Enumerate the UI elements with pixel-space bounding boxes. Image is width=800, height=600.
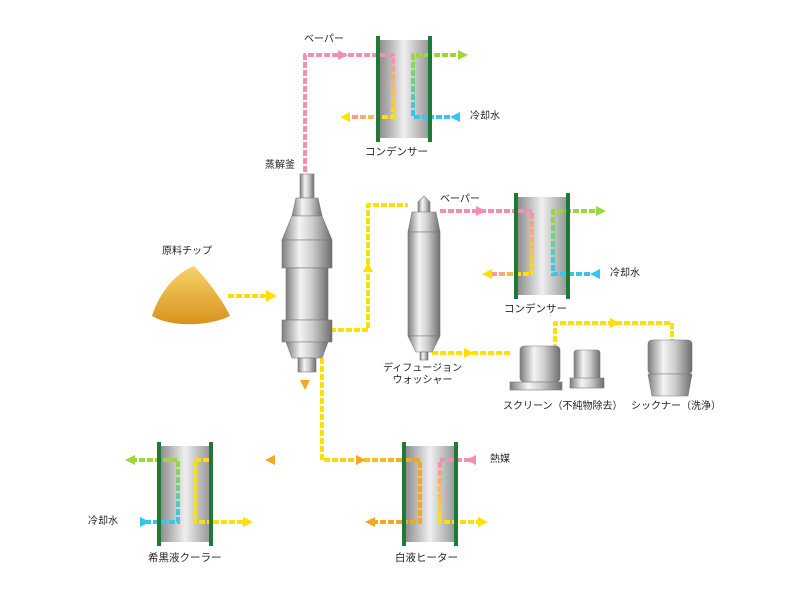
screen-unit xyxy=(509,345,605,391)
arrow-black-cooler-out-green xyxy=(125,455,135,465)
wood-chips-label: 原料チップ xyxy=(162,246,212,257)
vapor-label-mid: ベーパー xyxy=(440,194,480,205)
arrow-mid-outlet xyxy=(596,206,606,216)
cooling-water-label-left: 冷却水 xyxy=(88,516,118,527)
mid-condenser xyxy=(514,193,570,299)
wood-chips-pile xyxy=(152,266,230,325)
arrow-cooling-water-left xyxy=(140,517,150,527)
vapor-pipe-top xyxy=(303,53,378,172)
arrow-to-white-heater xyxy=(356,455,366,465)
thickener-label: シックナー（洗浄） xyxy=(631,401,721,412)
condenser-label-mid: コンデンサー xyxy=(504,303,567,315)
vapor-label-top: ベーパー xyxy=(304,34,344,45)
black-liquor-cooler xyxy=(157,442,213,546)
white-liquor-heater xyxy=(402,442,458,546)
heat-medium-label: 熱媒 xyxy=(490,454,510,465)
cooling-water-label-top: 冷却水 xyxy=(470,111,500,122)
arrow-cooling-water-mid xyxy=(590,269,600,279)
diffusion-washer-label: ディフュージョン ウォッシャー xyxy=(383,363,463,386)
arrow-to-washer xyxy=(363,262,373,272)
arrow-white-heater-medium-out xyxy=(478,517,488,527)
diffusion-washer xyxy=(407,195,441,361)
condenser-label-top: コンデンサー xyxy=(365,146,428,158)
thickener-unit xyxy=(647,339,693,397)
white-liquor-heater-label: 白液ヒーター xyxy=(395,552,458,564)
arrow-white-heater-out xyxy=(365,517,375,527)
arrow-top-outlet xyxy=(458,50,468,60)
arrow-mid-condensate xyxy=(482,269,492,279)
black-liquor-cooler-label: 希黒液クーラー xyxy=(148,552,222,564)
arrow-black-cooler-out-yellow xyxy=(243,517,253,527)
arrow-vapor-mid xyxy=(476,206,486,216)
arrow-digester-down xyxy=(300,380,310,390)
arrow-cooling-water-top xyxy=(450,112,460,122)
top-condenser xyxy=(376,36,432,142)
arrow-vapor-top xyxy=(338,50,348,60)
arrow-top-condensate xyxy=(340,112,350,122)
arrow-to-screen xyxy=(464,348,474,358)
flow-arrows xyxy=(125,50,620,527)
screen-label: スクリーン（不純物除去） xyxy=(503,401,623,412)
cooling-water-label-mid: 冷却水 xyxy=(610,268,640,279)
digester xyxy=(281,173,333,373)
arrow-to-black-cooler xyxy=(265,455,275,465)
arrow-to-thickener xyxy=(610,318,620,328)
to-white-liquor-heater-pipe xyxy=(320,350,420,462)
digester-label: 蒸解釜 xyxy=(265,160,295,171)
arrow-chip-feed xyxy=(266,290,277,302)
arrow-heat-medium-in xyxy=(466,455,476,465)
